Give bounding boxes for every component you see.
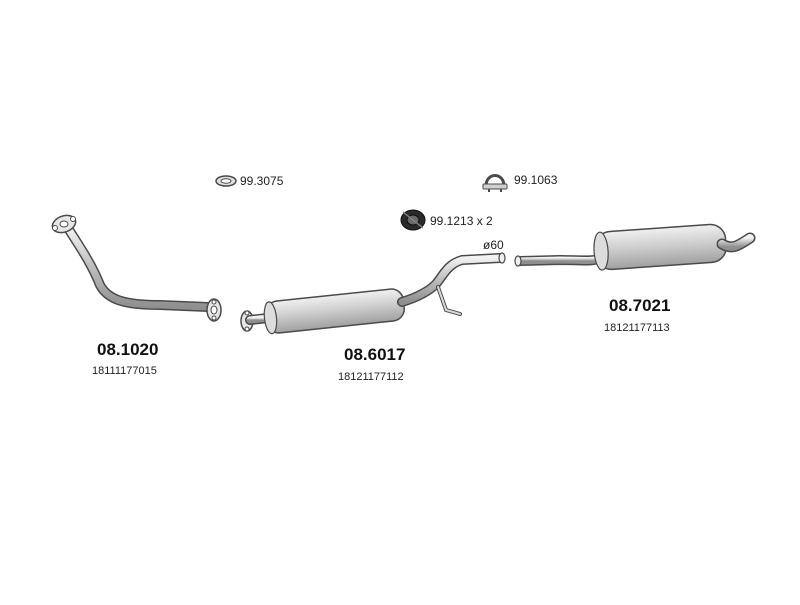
front-downpipe-icon [51, 214, 222, 322]
accessory-label-pipe-clamp: 99.1063 [514, 173, 558, 187]
oem-code-rear-silencer: 18121177113 [604, 322, 670, 334]
oem-code-middle-silencer: 18121177112 [338, 371, 404, 383]
accessory-label-sealing-ring: 99.3075 [240, 174, 284, 188]
oem-code-front-downpipe: 18111177015 [92, 365, 157, 377]
part-code-rear-silencer: 08.7021 [609, 296, 671, 315]
part-code-middle-silencer: 08.6017 [344, 345, 406, 364]
middle-silencer-icon [240, 252, 506, 335]
rubber-mount-icon [400, 209, 426, 231]
sealing-ring-icon [215, 175, 237, 187]
diameter-note: ø60 [483, 238, 504, 252]
accessory-label-rubber-mount: 99.1213 x 2 [430, 214, 493, 228]
rear-silencer-icon [514, 223, 756, 271]
part-code-front-downpipe: 08.1020 [97, 340, 159, 359]
pipe-clamp-icon [482, 174, 508, 192]
